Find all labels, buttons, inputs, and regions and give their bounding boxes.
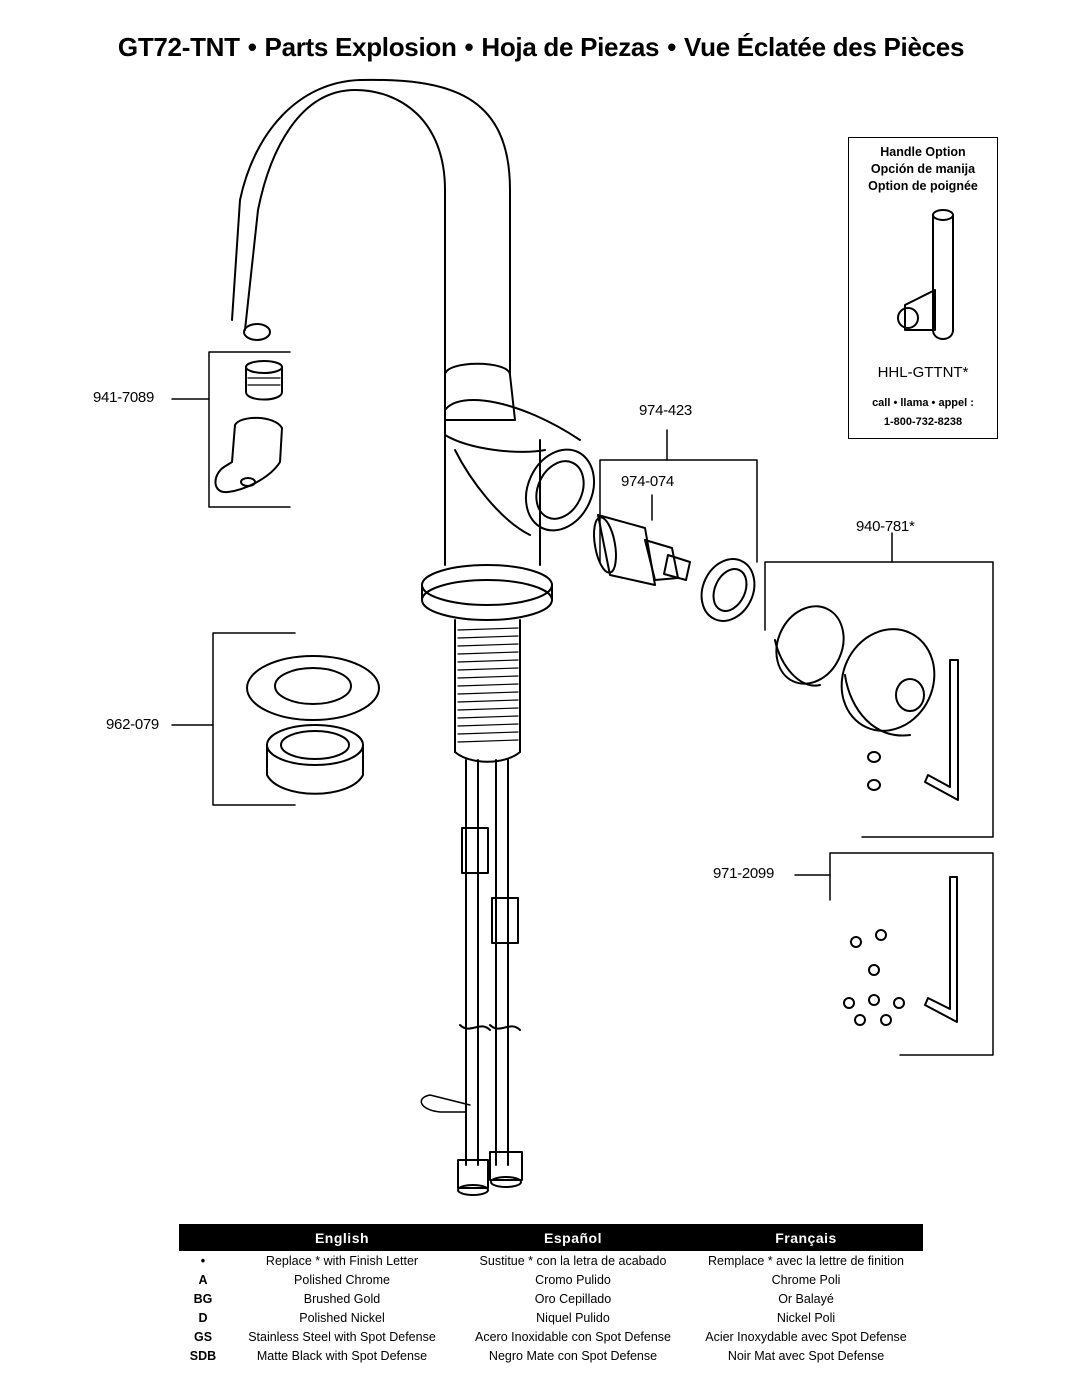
title-spanish: Hoja de Piezas xyxy=(481,32,660,62)
legend-header-spanish: Español xyxy=(457,1224,689,1251)
handle-option-title-es: Opción de manija xyxy=(870,162,976,176)
title-separator: • xyxy=(464,32,474,62)
legend-english: Matte Black with Spot Defense xyxy=(256,1348,428,1363)
handle-option-title-en: Handle Option xyxy=(880,145,966,159)
legend-code: A xyxy=(198,1272,208,1287)
legend-french: Remplace * avec la lettre de finition xyxy=(708,1253,904,1268)
legend-spanish: Oro Cepillado xyxy=(534,1291,612,1306)
legend-header-french: Français xyxy=(689,1224,923,1251)
faucet-body xyxy=(421,362,596,621)
legend-spanish: Niquel Pulido xyxy=(536,1310,610,1325)
handle-option-call-label: call • llama • appel : xyxy=(872,397,974,409)
exploded-diagram xyxy=(171,78,994,1196)
legend-english: Polished Chrome xyxy=(294,1272,390,1287)
legend-code: BG xyxy=(193,1291,213,1306)
handle-option-title-fr: Option de poignée xyxy=(868,179,978,193)
legend-french: Or Balayé xyxy=(778,1291,834,1306)
finish-legend-table: English Español Français • Replace * wit… xyxy=(179,1224,923,1365)
table-row: BG Brushed Gold Oro Cepillado Or Balayé xyxy=(179,1289,923,1308)
legend-spanish: Acero Inoxidable con Spot Defense xyxy=(475,1329,671,1344)
legend-english: Stainless Steel with Spot Defense xyxy=(248,1329,436,1344)
supply-hoses xyxy=(420,759,523,1196)
screw-kit-parts xyxy=(794,852,994,1056)
handle-kit-bracket xyxy=(764,532,994,838)
retaining-nut xyxy=(700,558,756,622)
legend-english: Polished Nickel xyxy=(299,1310,385,1325)
handle-option-part-number: HHL-GTTNT* xyxy=(877,364,969,381)
legend-header-code xyxy=(179,1224,227,1251)
handle-option-title: Handle Option Opción de manija Option de… xyxy=(849,144,997,195)
cartridge-bracket xyxy=(599,429,758,563)
threaded-shank xyxy=(454,619,521,763)
handle-option-phone: 1-800-732-8238 xyxy=(883,416,963,428)
title-model: GT72-TNT xyxy=(117,32,240,62)
table-row: D Polished Nickel Niquel Pulido Nickel P… xyxy=(179,1308,923,1327)
legend-code: GS xyxy=(193,1329,213,1344)
faucet-spout xyxy=(231,78,511,376)
legend-code: • xyxy=(200,1253,206,1268)
legend-french: Noir Mat avec Spot Defense xyxy=(727,1348,885,1363)
table-row: • Replace * with Finish Letter Sustitue … xyxy=(179,1251,923,1270)
handle-kit-parts xyxy=(774,605,959,801)
page-title: GT72-TNT•Parts Explosion•Hoja de Piezas•… xyxy=(0,32,1082,63)
table-row: GS Stainless Steel with Spot Defense Ace… xyxy=(179,1327,923,1346)
legend-spanish: Sustitue * con la letra de acabado xyxy=(479,1253,667,1268)
part-number-screw-kit: 971-2099 xyxy=(713,865,774,882)
legend-french: Acier Inoxydable avec Spot Defense xyxy=(705,1329,907,1344)
handle-option-box: Handle Option Opción de manija Option de… xyxy=(848,137,998,439)
table-row: A Polished Chrome Cromo Pulido Chrome Po… xyxy=(179,1270,923,1289)
legend-code: SDB xyxy=(189,1348,217,1363)
part-number-mounting-kit: 962-079 xyxy=(106,716,159,733)
legend-header-row: English Español Français xyxy=(179,1224,923,1251)
legend-spanish: Cromo Pulido xyxy=(535,1272,611,1287)
part-number-aerator: 941-7089 xyxy=(93,389,154,406)
legend-french: Chrome Poli xyxy=(771,1272,841,1287)
title-french: Vue Éclatée des Pièces xyxy=(684,32,965,62)
title-separator: • xyxy=(667,32,677,62)
handle-option-contact: call • llama • appel : 1-800-732-8238 xyxy=(849,394,997,432)
legend-french: Nickel Poli xyxy=(776,1310,836,1325)
table-row: SDB Matte Black with Spot Defense Negro … xyxy=(179,1346,923,1365)
legend-code: D xyxy=(198,1310,208,1325)
title-separator: • xyxy=(247,32,257,62)
handle-option-drawing xyxy=(897,209,954,340)
legend-english: Replace * with Finish Letter xyxy=(265,1253,419,1268)
legend-header-english: English xyxy=(227,1224,457,1251)
mounting-hardware-parts xyxy=(171,632,380,806)
legend-english: Brushed Gold xyxy=(303,1291,381,1306)
title-english: Parts Explosion xyxy=(264,32,457,62)
part-number-cartridge: 974-074 xyxy=(621,473,674,490)
legend-spanish: Negro Mate con Spot Defense xyxy=(488,1348,658,1363)
cartridge xyxy=(593,514,691,586)
part-number-cartridge-assembly: 974-423 xyxy=(639,402,692,419)
aerator-parts xyxy=(171,351,291,508)
part-number-handle-kit: 940-781* xyxy=(856,518,915,535)
